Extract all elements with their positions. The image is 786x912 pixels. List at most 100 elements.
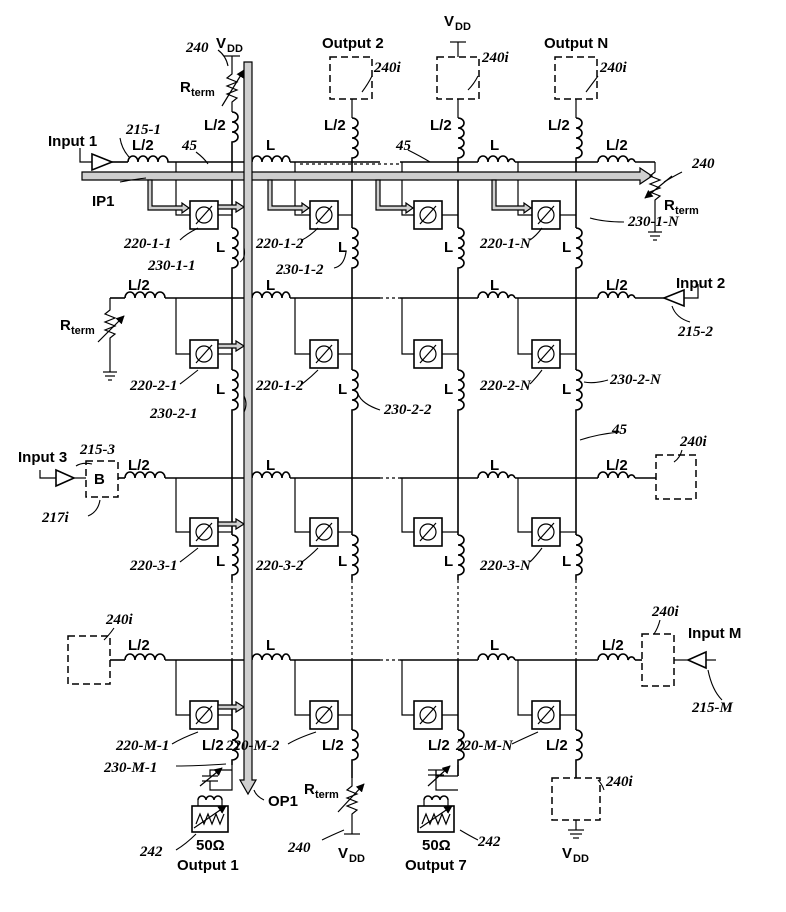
phase-shifter-2-1: [189, 339, 219, 369]
svg-text:term: term: [191, 87, 215, 99]
phase-shifter-1-n: [531, 200, 561, 230]
ref-240-right: 240: [691, 156, 715, 172]
l-half-r3-in: L/2: [128, 457, 150, 474]
l-half-col2-top: L/2: [324, 117, 346, 134]
ref-240i-vdd: 240i: [481, 50, 510, 66]
l-half-r1-out: L/2: [606, 137, 628, 154]
ref-45-c: 45: [611, 422, 628, 438]
ref-215-1: 215-1: [125, 122, 161, 138]
l-cn-r3m: L: [562, 553, 571, 570]
ref-220-2-1: 220-2-1: [129, 378, 178, 394]
vdd-top-box: [436, 56, 480, 100]
phase-shifter-3-3: [413, 517, 443, 547]
ref-242-output-7: 242: [477, 834, 501, 850]
phase-shifter-2-3: [413, 339, 443, 369]
bottom-vdd-box: [551, 777, 601, 821]
buffer-b-label: B: [94, 471, 105, 488]
ref-240i-rowm-right: 240i: [651, 604, 680, 620]
phase-shifter-3-1: [189, 517, 219, 547]
phase-shifter-1-2: [309, 200, 339, 230]
phase-shifter-1-1: [189, 200, 219, 230]
ref-45-a: 45: [181, 138, 198, 154]
row-m-termination-left: [67, 635, 111, 685]
ref-240i-rowm-left: 240i: [105, 612, 134, 628]
l-half-c3-bottom: L/2: [428, 737, 450, 754]
ref-230-1-1: 230-1-1: [147, 258, 196, 274]
svg-text:DD: DD: [349, 853, 365, 865]
l-cn-r23: L: [562, 381, 571, 398]
l-rm-c4: L: [490, 637, 499, 654]
ref-220-m-1: 220-M-1: [115, 738, 169, 754]
column-inductors: [231, 111, 583, 765]
ref-230-2-n: 230-2-N: [609, 372, 662, 388]
ref-220-2-2: 220-1-2: [255, 378, 304, 394]
svg-text:DD: DD: [455, 21, 471, 33]
l-c1-r12: L: [216, 239, 225, 256]
op1-label: OP1: [268, 793, 298, 810]
ref-240i-bottom: 240i: [605, 774, 634, 790]
l-rm-c2: L: [266, 637, 275, 654]
l-c3-r12: L: [444, 239, 453, 256]
ref-230-2-1: 230-2-1: [149, 406, 198, 422]
output-1-label: Output 1: [177, 857, 239, 874]
ref-220-m-n: 220-M-N: [455, 738, 514, 754]
ref-220-3-2: 220-3-2: [255, 558, 304, 574]
ref-242-output-1: 242: [139, 844, 163, 860]
l-r2-c4: L: [490, 277, 499, 294]
ref-240i-outn: 240i: [599, 60, 628, 76]
ohm-50-output-7: 50Ω: [422, 837, 451, 854]
phase-shifter-1-3: [413, 200, 443, 230]
l-c1-r3m: L: [216, 553, 225, 570]
svg-text:V: V: [216, 35, 226, 52]
phase-shifter-boxes: [189, 200, 561, 730]
l-c3-r23: L: [444, 381, 453, 398]
output-2-label: Output 2: [322, 35, 384, 52]
l-half-col3-top: L/2: [430, 117, 452, 134]
row-inductors: [124, 155, 636, 661]
ref-220-3-1: 220-3-1: [129, 558, 178, 574]
phase-shifter-3-2: [309, 517, 339, 547]
l-c2-r3m: L: [338, 553, 347, 570]
input-m-label: Input M: [688, 625, 741, 642]
ohm-50-output-1: 50Ω: [196, 837, 225, 854]
l-half-r2-out: L/2: [606, 277, 628, 294]
svg-text:R: R: [180, 79, 191, 96]
l-half-rm-out: L/2: [602, 637, 624, 654]
ref-230-m-1: 230-M-1: [103, 760, 157, 776]
output-7-label: Output 7: [405, 857, 467, 874]
l-half-r3-out: L/2: [606, 457, 628, 474]
phase-shifter-2-2: [309, 339, 339, 369]
l-half-rm-in: L/2: [128, 637, 150, 654]
svg-text:R: R: [304, 781, 315, 798]
ref-230-1-n: 230-1-N: [627, 214, 680, 230]
svg-text:V: V: [444, 13, 454, 30]
output-n-box: [554, 56, 598, 100]
l-half-coln-top: L/2: [548, 117, 570, 134]
l-c2-r23: L: [338, 381, 347, 398]
ref-220-3-n: 220-3-N: [479, 558, 532, 574]
l-half-c2-bottom: L/2: [322, 737, 344, 754]
signal-path-ip1: [81, 166, 654, 714]
l-half-c1-bottom: L/2: [202, 737, 224, 754]
l-half-r2-in: L/2: [128, 277, 150, 294]
ref-240-bottom: 240: [287, 840, 311, 856]
column-lines: [231, 145, 577, 778]
svg-text:R: R: [664, 197, 675, 214]
row-m-termination-right: [641, 633, 675, 687]
text-labels: Input 1 Input 2 Input 3 Input M Output 2…: [18, 13, 741, 874]
l-r3-c4: L: [490, 457, 499, 474]
l-c1-r23: L: [216, 381, 225, 398]
phase-shifter-m-2: [309, 700, 339, 730]
input-buffers: [39, 148, 716, 670]
output-2-box: [329, 56, 373, 100]
ref-215-3: 215-3: [79, 442, 115, 458]
phase-shifter-3-n: [531, 517, 561, 547]
phase-shifter-m-1: [189, 700, 219, 730]
input-2-label: Input 2: [676, 275, 725, 292]
l-r3-c2: L: [266, 457, 275, 474]
svg-text:V: V: [338, 845, 348, 862]
ref-220-2-n: 220-2-N: [479, 378, 532, 394]
svg-text:term: term: [675, 205, 699, 217]
